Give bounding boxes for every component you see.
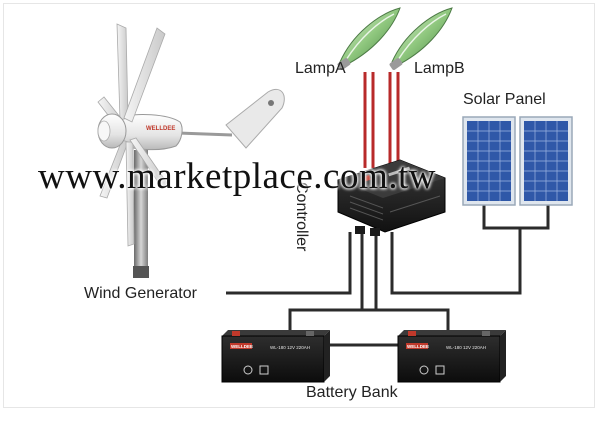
lamp-a-label: LampA (295, 60, 346, 77)
solar-panel-label: Solar Panel (463, 91, 546, 108)
wire-battery-bus (288, 308, 450, 330)
battery-left-model: WL-180 12V 220AH (270, 345, 310, 350)
turbine-brand-label: WELLDEE (146, 126, 175, 132)
controller-icon (337, 159, 446, 236)
battery-right-icon: WELLDEE WL-180 12V 220AH (397, 330, 506, 383)
lamp-wiring (363, 72, 400, 168)
wiring (226, 205, 550, 347)
wind-turbine-icon: WELLDEE (97, 23, 285, 278)
wire-solar-to-controller (390, 228, 522, 295)
battery-right-model: WL-180 12V 220AH (446, 345, 486, 350)
battery-right-brand: WELLDEE (407, 344, 429, 349)
battery-bank-label: Battery Bank (306, 384, 398, 401)
lamp-b-icon (389, 7, 453, 70)
lamp-b-label: LampB (414, 60, 465, 77)
wind-generator-label: Wind Generator (84, 285, 197, 302)
wire-wind-to-controller (226, 232, 352, 295)
solar-panel-right-icon (519, 116, 573, 206)
image-frame (3, 3, 595, 408)
wire-solar-panels-join (482, 205, 550, 230)
battery-left-brand: WELLDEE (231, 344, 253, 349)
solar-panel-left-icon (462, 116, 516, 206)
watermark: www.marketplace.com.tw (38, 156, 436, 197)
lamp-a-icon (337, 7, 401, 70)
battery-left-icon: WELLDEE WL-180 12V 220AH (221, 330, 330, 383)
